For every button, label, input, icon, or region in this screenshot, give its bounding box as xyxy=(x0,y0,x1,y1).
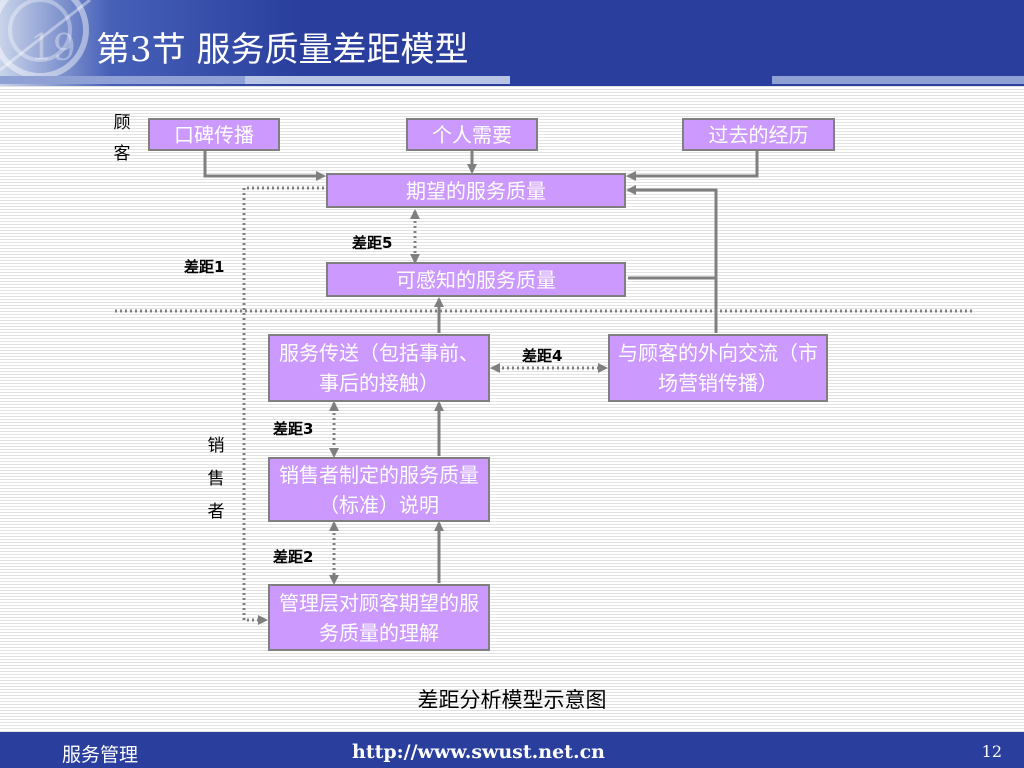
svg-text:19: 19 xyxy=(30,28,76,69)
arrow-experience-to-expected xyxy=(626,150,759,181)
gap1-connector xyxy=(242,186,324,625)
box-management-perception: 管理层对顾客期望的服务质量的理解 xyxy=(268,584,490,651)
gap5-label: 差距5 xyxy=(352,234,393,252)
header-accent-bar-right xyxy=(772,76,1024,84)
box-expected-service: 期望的服务质量 xyxy=(326,173,626,208)
footer-course-name: 服务管理 xyxy=(62,744,139,766)
box-service-delivery: 服务传送（包括事前、事后的接触） xyxy=(268,334,490,402)
arrow-external-comm-to-expected xyxy=(626,185,718,333)
customer-side-label: 顾 客 xyxy=(112,108,132,164)
header-bar: 19 第3节 服务质量差距模型 xyxy=(0,0,1024,86)
arrow-word-of-mouth-to-expected xyxy=(203,150,326,181)
marketer-side-label: 销 售 者 xyxy=(206,431,226,522)
header-accent-bar-left xyxy=(0,76,245,84)
gap4-label: 差距4 xyxy=(522,347,563,365)
footer-bar: 服务管理 http://www.swust.net.cn 12 xyxy=(0,732,1024,768)
marketer-label-char: 者 xyxy=(207,502,225,522)
diagram-caption: 差距分析模型示意图 xyxy=(417,688,607,712)
gap1-label: 差距1 xyxy=(184,258,225,276)
marketer-label-char: 售 xyxy=(207,469,225,489)
box-personal-needs: 个人需要 xyxy=(406,118,538,151)
header-accent-bar-dark xyxy=(510,76,772,84)
box-word-of-mouth: 口碑传播 xyxy=(148,118,280,151)
header-accent-bar-mid xyxy=(245,76,510,84)
gap3-label: 差距3 xyxy=(273,420,314,438)
footer-url-link[interactable]: http://www.swust.net.cn xyxy=(352,741,605,763)
box-service-specifications: 销售者制定的服务质量（标准）说明 xyxy=(268,457,490,522)
customer-label-char: 顾 xyxy=(113,113,131,133)
marketer-label-char: 销 xyxy=(207,436,225,456)
page-title: 第3节 服务质量差距模型 xyxy=(96,30,469,70)
box-external-communications: 与顾客的外向交流（市场营销传播） xyxy=(608,334,828,402)
box-perceived-service: 可感知的服务质量 xyxy=(326,262,626,297)
gap2-label: 差距2 xyxy=(273,548,314,566)
customer-label-char: 客 xyxy=(113,144,131,164)
box-past-experience: 过去的经历 xyxy=(682,118,835,151)
page-number: 12 xyxy=(981,742,1002,761)
